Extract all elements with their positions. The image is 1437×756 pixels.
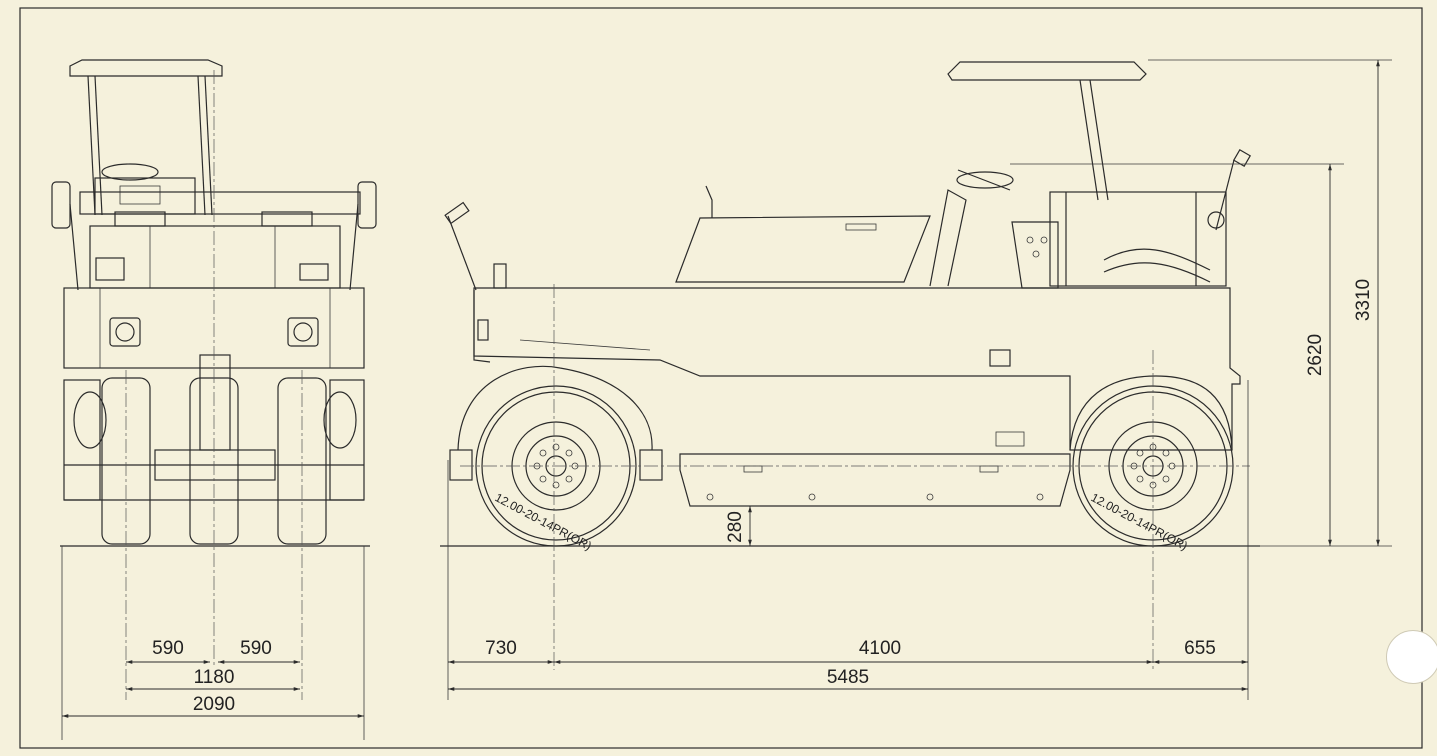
main-body [473, 287, 1241, 451]
side-canopy [947, 61, 1147, 81]
dim-rear-overhang: 655 [1184, 638, 1216, 659]
side-view: 12.00-20-14PR(OR) 12.00-20-14PR(OR) [440, 61, 1260, 670]
dim-overall-length: 5485 [827, 667, 869, 688]
front-wheel: 12.00-20-14PR(OR) [475, 385, 637, 553]
punch-hole [1386, 630, 1437, 684]
chassis [679, 453, 1071, 507]
dim-front-tread: 1180 [194, 667, 235, 688]
engine-hood [675, 215, 931, 283]
dim-front-overall-width: 2090 [193, 694, 235, 715]
dim-front-half-left: 590 [152, 638, 184, 659]
dim-wheelbase: 4100 [859, 638, 901, 659]
front-canopy [69, 59, 223, 77]
dim-ground-clearance: 280 [725, 511, 746, 543]
dim-overall-height: 3310 [1353, 279, 1374, 321]
dim-front-overhang: 730 [485, 638, 517, 659]
dim-height-steering: 2620 [1305, 334, 1326, 376]
front-view [51, 59, 377, 740]
sheet-border [19, 7, 1423, 749]
dim-front-half-right: 590 [240, 638, 272, 659]
